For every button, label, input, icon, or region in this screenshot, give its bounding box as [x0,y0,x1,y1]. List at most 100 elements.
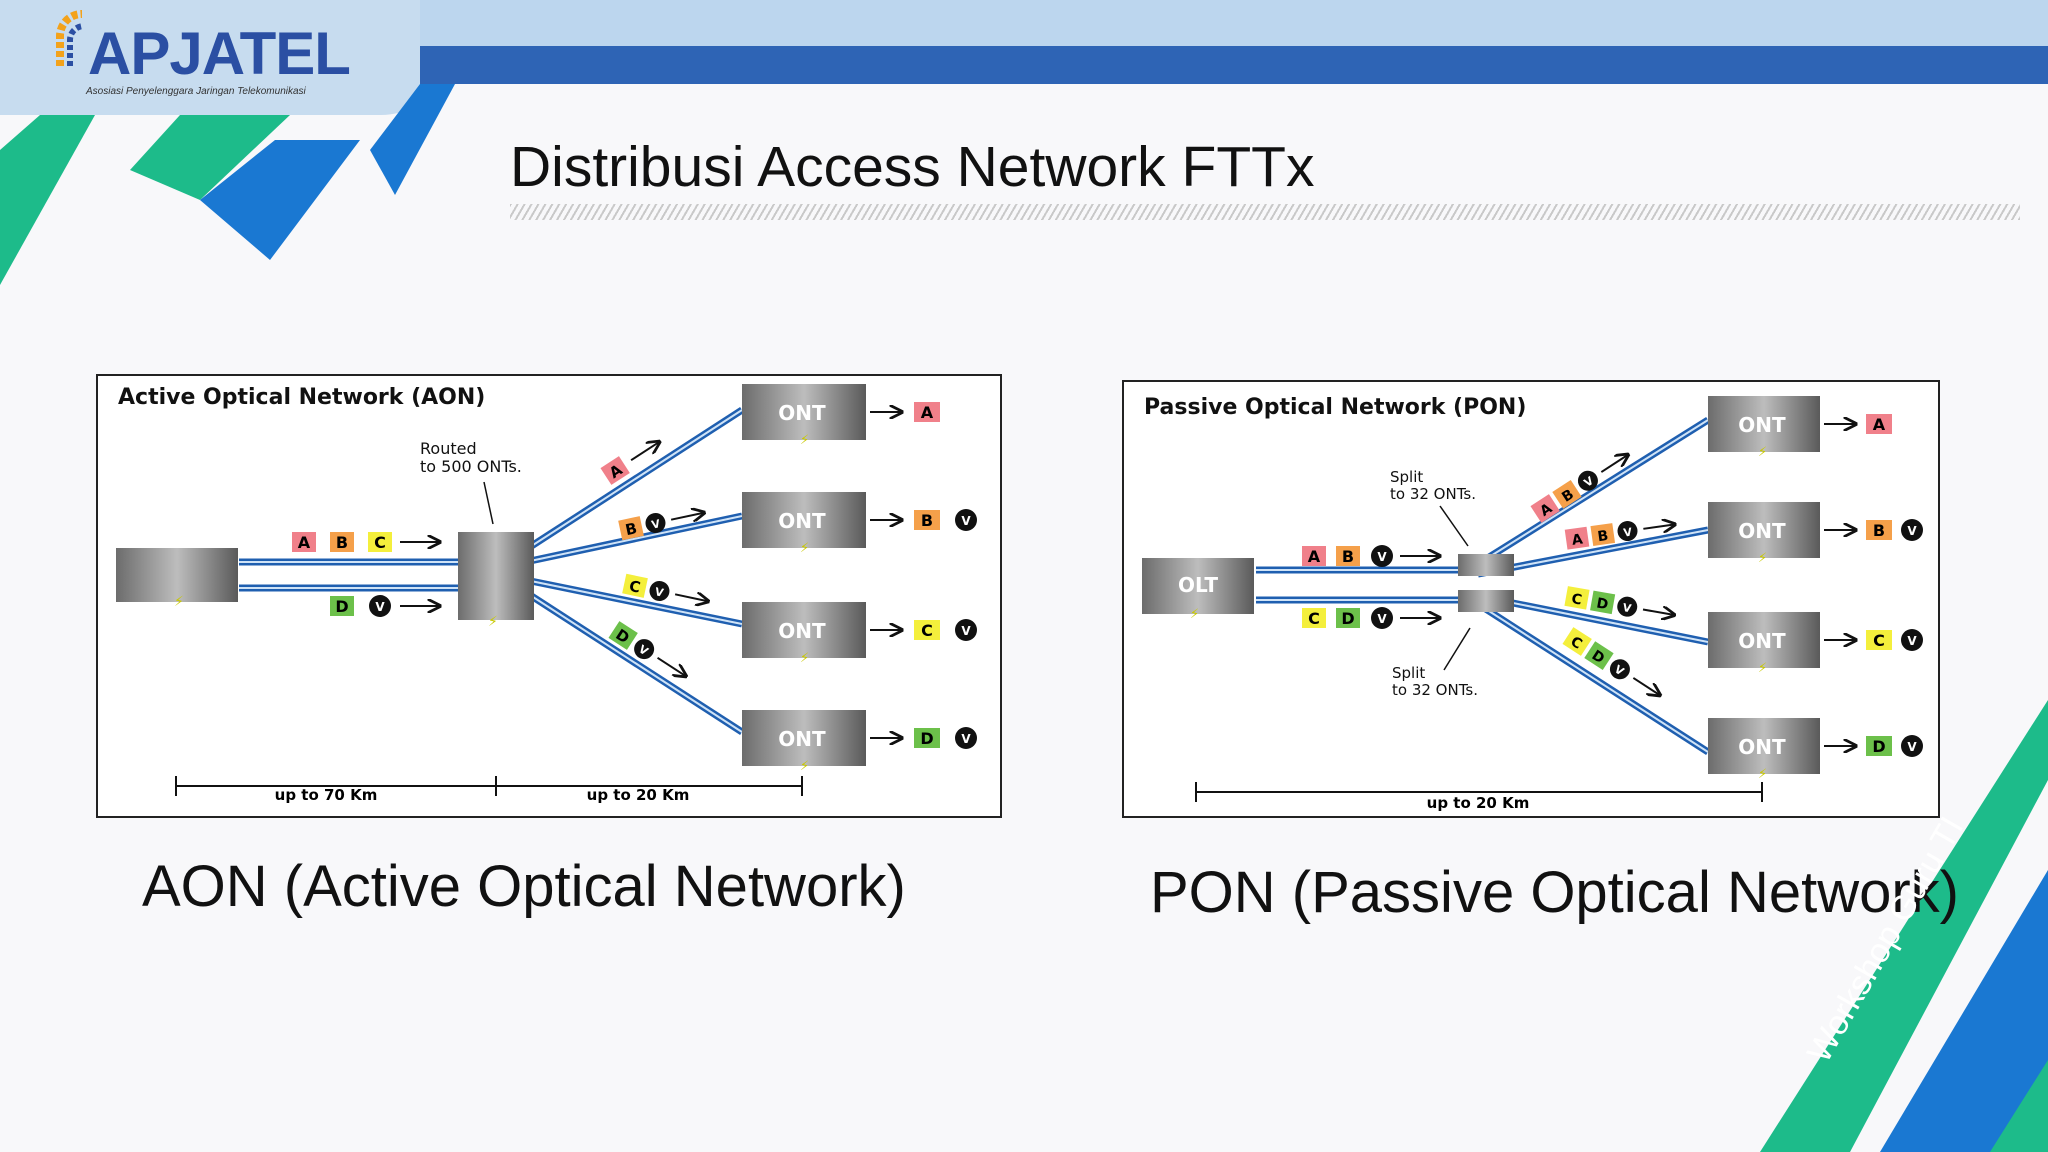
aon-router-box [458,532,534,620]
svg-text:⚡: ⚡ [800,759,809,774]
svg-text:ONT: ONT [1738,413,1786,437]
blue-slant [200,140,360,260]
aon-dist-left: up to 70 Km [275,786,378,804]
svg-text:⚡: ⚡ [1758,445,1767,460]
svg-text:⚡: ⚡ [1758,767,1767,782]
svg-text:B: B [624,519,639,539]
svg-text:⚡: ⚡ [1758,661,1767,676]
title-underline [510,204,2020,220]
svg-text:⚡: ⚡ [1758,551,1767,566]
svg-text:B: B [1597,528,1610,545]
top-band-blue [420,46,2048,84]
svg-text:D: D [1595,595,1609,613]
olt-label: OLT [1178,573,1218,597]
lightning-icon: ⚡ [488,614,498,630]
pon-ont-1: ONT ⚡ A [1708,396,1892,460]
svg-text:ONT: ONT [778,727,826,751]
svg-text:ONT: ONT [778,401,826,425]
logo-text: APJATEL [88,20,351,87]
svg-text:D: D [1872,737,1885,756]
lightning-icon: ⚡ [1190,607,1199,622]
svg-text:ONT: ONT [1738,629,1786,653]
aon-source-box [116,548,238,602]
svg-text:ONT: ONT [778,619,826,643]
svg-text:B: B [1873,521,1885,540]
routed-label-1: Routed [420,439,477,458]
teal-slant [130,115,290,200]
split-bottom-label-1: Split [1392,664,1425,682]
aon-caption: AON (Active Optical Network) [142,854,906,919]
svg-text:V: V [650,517,662,532]
aon-trunk-tags-bottom: D V [330,595,440,617]
aon-dist-right: up to 20 Km [587,786,690,804]
split-top-label-2: to 32 ONTs. [1390,485,1476,503]
svg-text:B: B [921,511,933,530]
svg-text:V: V [1377,550,1387,564]
svg-text:C: C [628,577,643,597]
svg-text:⚡: ⚡ [800,541,809,556]
apjatel-logo: APJATEL Asosiasi Penyelenggara Jaringan … [52,6,352,106]
svg-text:V: V [1377,612,1387,626]
pon-branch-2-tags: A B V [1564,514,1677,550]
aon-branch-c-tag: C V [622,573,710,611]
routed-label-2: to 500 ONTs. [420,457,522,476]
aon-branch-d-tag: D V [608,621,691,685]
pon-distance-scale [1195,782,1763,802]
svg-text:B: B [336,533,348,552]
svg-text:V: V [1907,634,1917,648]
svg-text:V: V [961,514,971,528]
svg-text:ONT: ONT [778,509,826,533]
svg-text:V: V [1907,524,1917,538]
svg-text:D: D [1341,609,1354,628]
aon-ont-4: ONT ⚡ D V [742,710,977,774]
aon-diagram: Active Optical Network (AON) ⚡ ⚡ Routed … [96,374,1002,818]
pon-trunk-tags-bottom: C D V [1302,607,1440,629]
splitter-bottom [1458,590,1514,612]
pon-trunk-tags-top: A B V [1302,545,1440,567]
split-bottom-label-2: to 32 ONTs. [1392,681,1478,699]
svg-text:C: C [374,533,386,552]
aon-trunk-tags-top: A B C [292,532,440,552]
pon-heading: Passive Optical Network (PON) [1144,395,1526,420]
pon-ont-3: ONT ⚡ C V [1708,612,1923,676]
svg-text:A: A [1873,415,1886,434]
svg-text:ONT: ONT [1738,519,1786,543]
svg-text:C: C [1308,609,1320,628]
left-teal-stripe [0,115,95,285]
svg-text:⚡: ⚡ [800,433,809,448]
svg-text:A: A [1571,531,1584,548]
split-top-label-1: Split [1390,468,1423,486]
aon-branch-a-tag: A [600,433,665,485]
svg-text:V: V [1623,525,1634,539]
svg-text:⚡: ⚡ [800,651,809,666]
svg-text:A: A [921,403,934,422]
right-blue-corner [1880,870,2048,1152]
pon-ont-4: ONT ⚡ D V [1708,718,1923,782]
svg-text:D: D [335,597,348,616]
logo-panel [0,0,420,115]
pon-caption: PON (Passive Optical Network) [1150,860,1959,925]
pon-branch-3-tags: C D V [1564,586,1676,625]
svg-text:A: A [298,533,311,552]
svg-text:V: V [961,732,971,746]
svg-text:V: V [1907,740,1917,754]
svg-text:V: V [375,600,385,614]
aon-distance-scale [175,776,803,796]
svg-text:C: C [1570,591,1583,609]
svg-text:V: V [654,585,666,600]
svg-text:ONT: ONT [1738,735,1786,759]
aon-ont-2: ONT ⚡ B V [742,492,977,556]
blue-slant-small [370,84,455,195]
lightning-icon: ⚡ [174,594,184,610]
logo-subtitle: Asosiasi Penyelenggara Jaringan Telekomu… [86,86,306,97]
pon-diagram: Passive Optical Network (PON) OLT ⚡ Spli… [1122,380,1940,818]
splitter-top [1458,554,1514,576]
page-title: Distribusi Access Network FTTx [510,135,1315,199]
aon-ont-3: ONT ⚡ C V [742,602,977,666]
pon-ont-2: ONT ⚡ B V [1708,502,1923,566]
right-teal-stripe [1760,700,2048,1152]
svg-text:C: C [921,621,933,640]
aon-heading: Active Optical Network (AON) [118,385,485,410]
aon-branch-b-tag: B V [618,503,706,541]
